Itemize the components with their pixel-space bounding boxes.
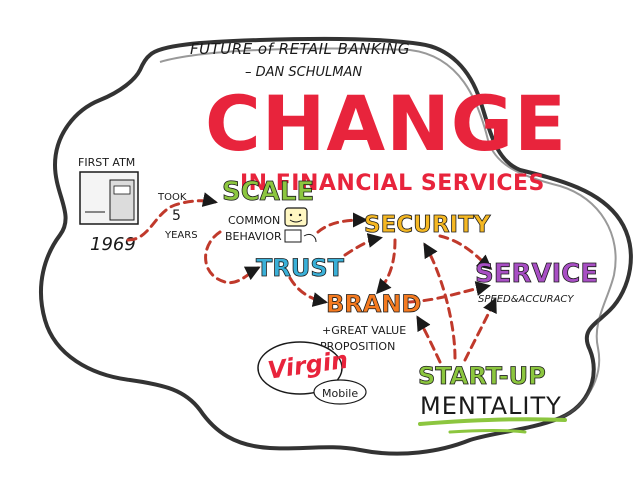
arrow-year-to-scale [126, 192, 218, 242]
atm-year: 1969 [90, 234, 136, 255]
brand-subtitle-line1: +GREAT VALUE [322, 324, 406, 337]
speaker-name: – DAN SCHULMAN [245, 65, 362, 80]
arrow-security-to-brand [376, 238, 397, 295]
node-mentality: MENTALITY [420, 392, 562, 420]
node-brand: BRAND [326, 290, 421, 318]
arrow-startup-to-security [423, 242, 457, 360]
headline-change: CHANGE [205, 79, 567, 168]
arrow-startup-to-brand [416, 315, 442, 364]
flow-arrows [126, 192, 497, 364]
service-subtitle: SPEED&ACCURACY [478, 294, 574, 305]
arrow-brand-to-service [408, 281, 491, 304]
node-security: SECURITY [364, 212, 491, 238]
cloud-outline-shadow [159, 47, 617, 421]
node-trust: TRUST [256, 254, 345, 282]
node-service: SERVICE [475, 259, 598, 289]
arrow-trust-to-security [343, 233, 383, 257]
mentality-underline [418, 417, 567, 426]
arrow-scale-to-trust [204, 230, 261, 285]
common-behavior-line2: BEHAVIOR [225, 230, 282, 243]
atm-sketch [79, 171, 139, 225]
node-startup: START-UP [418, 362, 546, 390]
node-scale: SCALE [222, 177, 314, 207]
atm-label: FIRST ATM [78, 156, 135, 169]
smiley-keypad-icon [284, 207, 317, 243]
took-label: TOOK [157, 192, 187, 203]
virgin-mobile-logo: Virgin Mobile [257, 341, 367, 405]
arrow-behavior-to-security [316, 212, 368, 234]
mentality-underline-2 [448, 429, 527, 434]
arrow-trust-to-brand [288, 276, 328, 307]
cloud-outline [38, 36, 633, 456]
arrow-security-to-service [438, 234, 493, 270]
took-number: 5 [172, 208, 181, 224]
brand-subtitle-line2: PROPOSITION [320, 340, 395, 353]
took-years: YEARS [164, 230, 198, 241]
logo-mobile: Mobile [322, 387, 358, 400]
headline-sub: IN FINANCIAL SERVICES [240, 171, 545, 196]
common-behavior-line1: COMMON [228, 214, 280, 227]
talk-title: FUTURE of RETAIL BANKING [190, 40, 410, 58]
arrow-startup-to-service [463, 297, 497, 362]
